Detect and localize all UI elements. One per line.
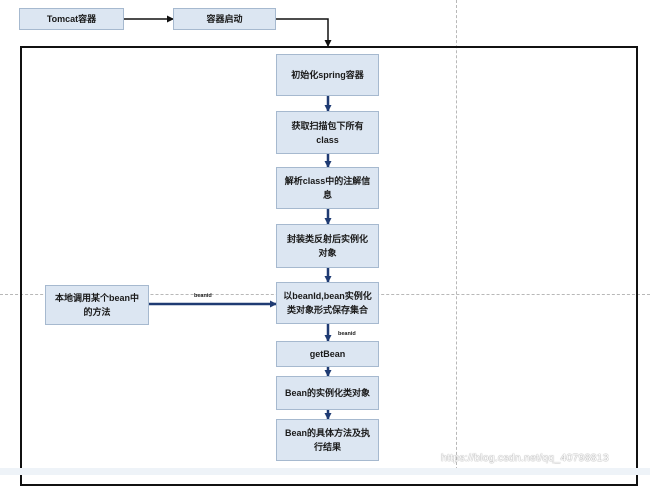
watermark-text: https://blog.csdn.net/qq_40798813 [441, 452, 609, 464]
parse-annotations-label-line1: 解析class中的注解信 [284, 176, 371, 186]
tomcat-container-label: Tomcat容器 [46, 14, 97, 24]
scan-classes-node[interactable]: 获取扫描包下所有 class [276, 111, 379, 154]
reflect-instantiate-label-line2: 对象 [318, 248, 337, 258]
reflect-instantiate-label-line1: 封装类反射后实例化 [286, 234, 368, 244]
local-call-label-line2: 的方法 [83, 307, 111, 317]
getbean-node[interactable]: getBean [276, 341, 379, 367]
bean-method-result-label-line1: Bean的具体方法及执 [284, 428, 370, 438]
tomcat-container-node[interactable]: Tomcat容器 [19, 8, 124, 30]
save-collection-label-line2: 类对象形式保存集合 [286, 305, 368, 315]
flow-edges [124, 15, 332, 420]
getbean-label: getBean [309, 349, 346, 359]
container-start-node[interactable]: 容器启动 [173, 8, 276, 30]
parse-annotations-label-line2: 息 [322, 190, 332, 200]
bottom-strip [0, 468, 650, 475]
container-start-label: 容器启动 [206, 14, 243, 24]
bean-method-result-node[interactable]: Bean的具体方法及执 行结果 [276, 419, 379, 461]
init-spring-label: 初始化spring容器 [291, 70, 364, 80]
local-call-node[interactable]: 本地调用某个bean中 的方法 [45, 285, 149, 325]
bean-instance-label: Bean的实例化类对象 [284, 388, 370, 398]
save-collection-label-line1: 以beanId,bean实例化 [283, 291, 372, 301]
scan-classes-label-line1: 获取扫描包下所有 [291, 120, 364, 131]
vertical-guide-line [456, 0, 457, 475]
edge-start-to-frame [276, 18, 332, 47]
local-call-label-line1: 本地调用某个bean中 [54, 293, 139, 303]
bean-method-result-label-line2: 行结果 [313, 442, 341, 452]
reflect-instantiate-node[interactable]: 封装类反射后实例化 对象 [276, 224, 379, 268]
edge-label-getbean-beanid: beanid [338, 331, 356, 337]
edge-label-call-beanid: beanid [194, 293, 212, 299]
bean-instance-node[interactable]: Bean的实例化类对象 [276, 376, 379, 410]
scan-classes-label-line2: class [316, 134, 339, 145]
parse-annotations-node[interactable]: 解析class中的注解信 息 [276, 167, 379, 209]
init-spring-node[interactable]: 初始化spring容器 [276, 54, 379, 96]
save-collection-node[interactable]: 以beanId,bean实例化 类对象形式保存集合 [276, 282, 379, 324]
